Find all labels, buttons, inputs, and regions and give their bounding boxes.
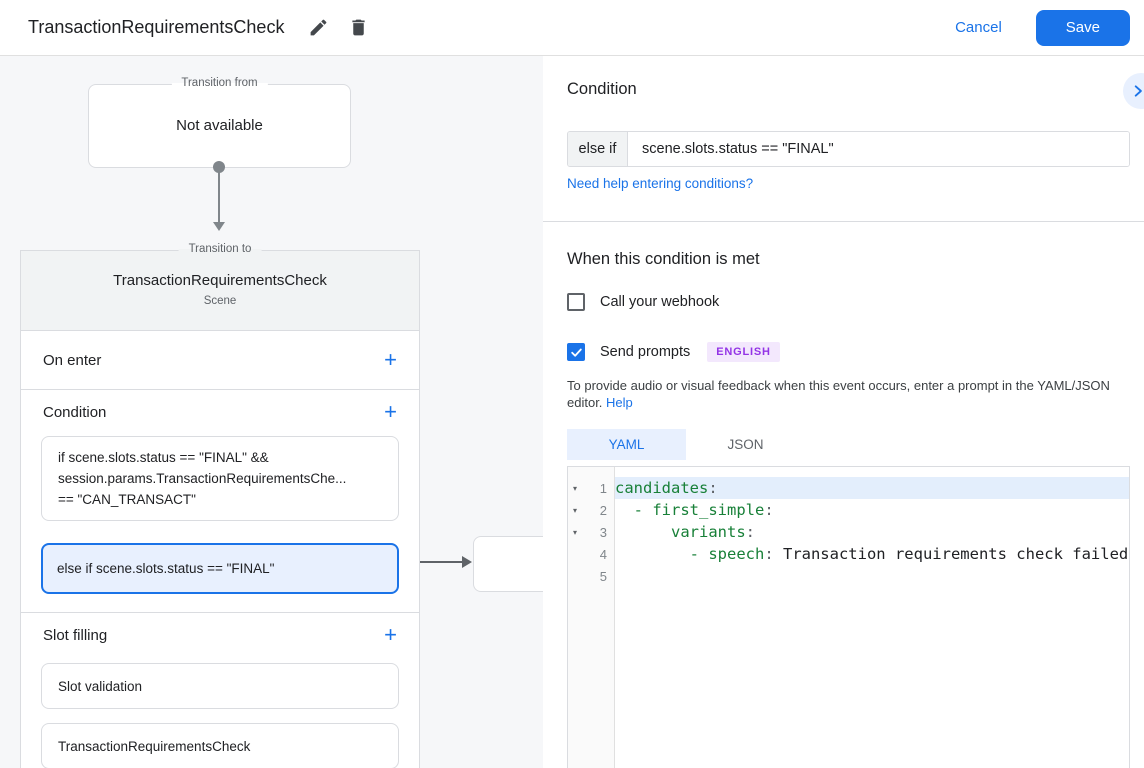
condition-item[interactable]: if scene.slots.status == "FINAL" && sess… [41,436,399,521]
cancel-button[interactable]: Cancel [939,11,1018,44]
section-divider [543,221,1144,222]
connector-dot [213,161,225,173]
collapse-panel-button[interactable] [1123,73,1144,109]
language-badge: ENGLISH [707,342,780,362]
scene-node-subtitle: Scene [203,295,237,307]
transition-from-legend: Transition from [171,77,268,89]
editor-gutter: ▾ 1 ▾ 2 ▾ 3 4 5 [568,467,615,768]
on-enter-section: On enter + [21,331,419,390]
connector-line [218,170,220,224]
trash-icon [348,17,369,38]
add-condition-button[interactable]: + [384,399,397,424]
scene-node-card: Transition to TransactionRequirementsChe… [20,243,420,768]
condition-item-selected[interactable]: else if scene.slots.status == "FINAL" [41,543,399,594]
connector-line [405,561,463,563]
line-number: 2 [599,502,607,518]
fold-icon[interactable]: ▾ [573,505,578,515]
condition-line: == "CAN_TRANSACT" [58,492,196,507]
webhook-checkbox[interactable] [567,293,585,311]
condition-expression-input[interactable] [628,132,1129,166]
condition-help-link[interactable]: Need help entering conditions? [567,176,754,191]
fold-icon[interactable]: ▾ [573,527,578,537]
arrow-down-icon [213,222,225,231]
line-number: 1 [599,480,607,496]
condition-section-label: Condition [43,403,107,421]
send-prompts-option-row: Send prompts ENGLISH [567,342,780,362]
code-line: - speech: Transaction requirements check… [615,545,1129,563]
delete-scene-button[interactable] [338,8,378,48]
page-title: TransactionRequirementsCheck [28,17,285,37]
webhook-label[interactable]: Call your webhook [600,294,720,310]
tab-json[interactable]: JSON [727,437,764,452]
send-prompts-label[interactable]: Send prompts [600,344,691,360]
line-number: 3 [599,524,607,540]
slot-filling-label: Slot filling [43,626,108,644]
condition-detail-panel: Condition else if Need help entering con… [543,56,1144,768]
code-line: - first_simple: [615,501,774,519]
when-met-heading: When this condition is met [567,250,760,268]
code-line [615,565,1129,587]
add-on-enter-button[interactable]: + [384,347,397,372]
line-number: 5 [599,568,607,584]
line-number: 4 [599,546,607,562]
tab-yaml[interactable]: YAML [567,429,686,460]
on-enter-label: On enter [43,351,102,369]
slot-item[interactable]: TransactionRequirementsCheck [41,723,399,768]
scene-node-header[interactable]: Transition to TransactionRequirementsChe… [21,243,419,331]
save-button[interactable]: Save [1035,9,1130,46]
code-line: variants: [615,523,755,541]
transition-to-legend: Transition to [178,243,262,255]
condition-section: Condition + if scene.slots.status == "FI… [21,390,419,613]
top-toolbar: TransactionRequirementsCheck Cancel Save [0,0,1144,56]
transition-from-node: Transition from Not available [88,77,351,168]
flow-canvas: Transition from Not available Transition… [0,56,565,768]
help-link[interactable]: Help [606,395,633,410]
prompts-description: To provide audio or visual feedback when… [567,378,1110,410]
condition-line: session.params.TransactionRequirementsCh… [58,471,347,486]
slot-item[interactable]: Slot validation [41,663,399,709]
transition-from-content: Not available [176,117,263,134]
fold-icon[interactable]: ▾ [573,483,578,493]
editor-format-tabs: YAML JSON [567,429,805,460]
condition-line: if scene.slots.status == "FINAL" && [58,450,269,465]
checkmark-icon [570,346,583,359]
scene-node-title: TransactionRequirementsCheck [113,272,327,289]
slot-filling-section: Slot filling + Slot validation Transacti… [21,613,419,768]
condition-prefix-label: else if [568,132,628,166]
condition-line: else if scene.slots.status == "FINAL" [57,561,275,576]
pencil-icon [308,17,329,38]
condition-expression-field: else if [567,131,1130,167]
edit-title-button[interactable] [298,8,338,48]
webhook-option-row: Call your webhook [567,293,719,311]
send-prompts-checkbox[interactable] [567,343,585,361]
arrow-right-icon [462,556,472,568]
add-slot-button[interactable]: + [384,622,397,647]
prompt-code-editor: ▾ 1 ▾ 2 ▾ 3 4 5 candidates: - first_simple:… [567,466,1130,768]
chevron-right-icon [1131,84,1144,98]
condition-panel-heading: Condition [567,80,637,98]
editor-code-area[interactable]: candidates: - first_simple: variants: - … [615,467,1129,768]
code-line-active: candidates: [615,477,1129,499]
